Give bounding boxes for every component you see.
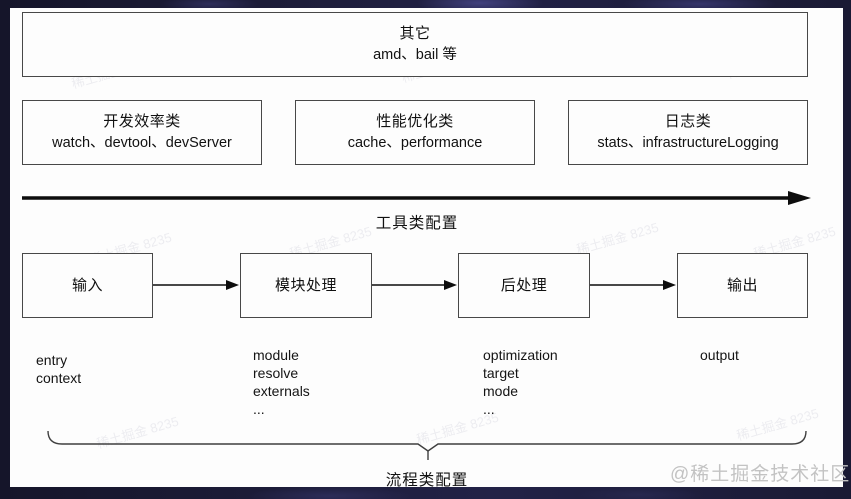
props-list-input: entry context <box>36 351 81 387</box>
category-box-subtitle: watch、devtool、devServer <box>52 135 232 151</box>
prop-line: output <box>700 347 739 363</box>
prop-line: ... <box>253 401 265 417</box>
category-box-performance: 性能优化类 cache、performance <box>295 100 535 165</box>
category-box-title: 开发效率类 <box>103 113 181 130</box>
flow-stage-output-box: 输出 <box>677 253 808 318</box>
props-list-module: module resolve externals ... <box>253 346 310 418</box>
prop-line: target <box>483 365 519 381</box>
flow-stage-label: 输入 <box>71 276 103 294</box>
prop-line: ... <box>483 401 495 417</box>
category-box-subtitle: stats、infrastructureLogging <box>597 135 779 151</box>
flow-stage-module-box: 模块处理 <box>240 253 372 318</box>
flow-stage-postprocess-box: 后处理 <box>458 253 590 318</box>
prop-line: entry <box>36 352 68 368</box>
flow-brace <box>47 430 807 460</box>
other-box-title: 其它 <box>399 25 431 42</box>
prop-line: optimization <box>483 347 558 363</box>
flow-stage-input-box: 输入 <box>22 253 153 318</box>
props-list-output: output <box>700 346 739 364</box>
prop-line: context <box>36 370 82 386</box>
stage-connector-arrow <box>153 280 239 290</box>
stage-connector-arrow <box>372 280 457 290</box>
tool-axis-label: 工具类配置 <box>375 215 459 232</box>
tool-axis-arrow <box>22 191 811 205</box>
prop-line: module <box>253 347 299 363</box>
category-box-title: 性能优化类 <box>376 113 454 130</box>
other-category-box: 其它 amd、bail 等 <box>22 12 808 77</box>
prop-line: mode <box>483 383 519 399</box>
flow-brace-label: 流程类配置 <box>385 472 469 489</box>
category-box-subtitle: cache、performance <box>347 135 483 151</box>
stage-connector-arrow <box>590 280 676 290</box>
juejin-watermark: @稀土掘金技术社区 <box>670 464 851 485</box>
category-box-title: 日志类 <box>664 113 712 130</box>
flow-stage-label: 输出 <box>726 276 758 294</box>
prop-line: externals <box>253 383 310 399</box>
category-box-logging: 日志类 stats、infrastructureLogging <box>568 100 808 165</box>
diagram-canvas <box>10 8 843 487</box>
category-box-dev-efficiency: 开发效率类 watch、devtool、devServer <box>22 100 262 165</box>
flow-stage-label: 模块处理 <box>274 276 337 294</box>
prop-line: resolve <box>253 365 299 381</box>
flow-stage-label: 后处理 <box>500 276 548 294</box>
other-box-subtitle: amd、bail 等 <box>373 47 457 63</box>
props-list-postprocess: optimization target mode ... <box>483 346 558 418</box>
